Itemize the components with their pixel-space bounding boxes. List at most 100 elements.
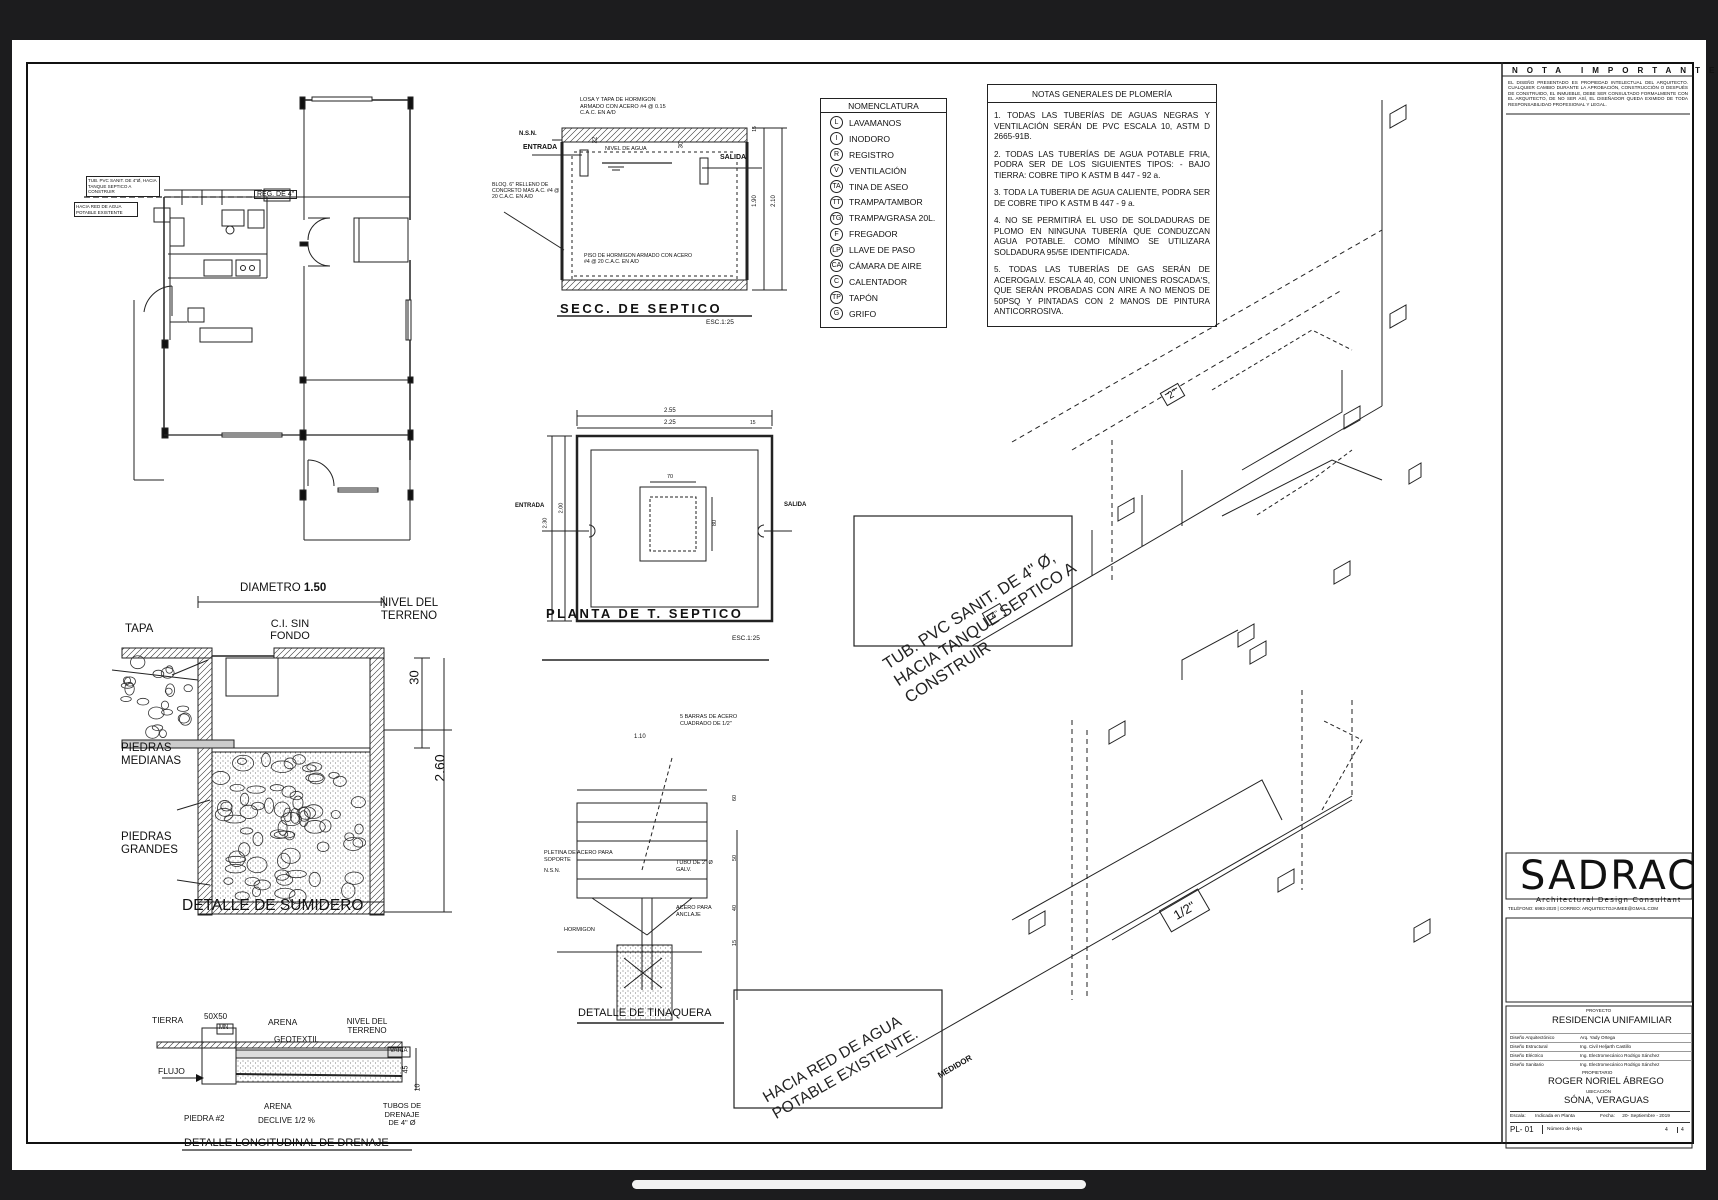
sumidero-tapa: TAPA <box>125 623 154 635</box>
plan-entrada: ENTRADA <box>515 503 545 509</box>
drenaje-arena: ARENA <box>268 1017 298 1027</box>
section-dim-22: 22 <box>592 136 599 144</box>
hoja-total: 4 <box>1681 1126 1684 1133</box>
nomenclatura-item: I INODORO <box>821 131 946 147</box>
nomenclatura-symbol-icon: V <box>830 164 843 178</box>
drenaje-detail <box>156 1023 417 1151</box>
nomenclatura-label: INODORO <box>849 133 891 144</box>
nomenclatura-label: GRIFO <box>849 308 877 319</box>
nota-title: NOTA IMPORTANTE <box>1512 66 1718 75</box>
nota-item: 3. TODA LA TUBERIA DE AGUA CALIENTE, POD… <box>994 188 1210 208</box>
nomenclatura-symbol-icon: G <box>830 307 843 321</box>
logo: SADRAC <box>1520 853 1698 899</box>
section-salida: SALIDA <box>720 154 747 161</box>
hoja-code: PL- 01 <box>1510 1125 1543 1134</box>
nomenclatura-item: V VENTILACIÓN <box>821 163 946 179</box>
section-dim-30: 30 <box>678 141 685 149</box>
hoja-row: PL- 01 Número de Hoja 4 4 <box>1510 1122 1690 1134</box>
nomenclatura-label: VENTILACIÓN <box>849 165 907 176</box>
nomenclatura-label: LAVAMANOS <box>849 117 902 128</box>
nota-item: 2. TODAS LAS TUBERÍAS DE AGUA POTABLE FR… <box>994 149 1210 180</box>
section-losa-note: LOSA Y TAPA DE HORMIGON ARMADO CON ACERO… <box>580 97 666 116</box>
nomenclatura-label: FREGADOR <box>849 229 898 240</box>
section-dim-15: 15 <box>751 126 758 132</box>
plan-label-reg: REG. DE 4" <box>254 190 298 199</box>
drenaje-piedra: PIEDRA #2 <box>184 1114 225 1123</box>
septic-section <box>503 127 787 317</box>
septic-plan <box>542 410 792 661</box>
nomenclatura-label: LLAVE DE PASO <box>849 245 916 256</box>
nota-item: 1. TODAS LAS TUBERÍAS DE AGUAS NEGRAS Y … <box>994 111 1210 141</box>
drenaje-geotextil: GEOTEXTIL <box>274 1035 319 1044</box>
credit-role: Diseño Arquitectónico <box>1510 1035 1555 1040</box>
drenaje-nivel: NIVEL DEL TERRENO <box>346 1017 388 1035</box>
drenaje-dim: 50X50 <box>204 1012 228 1021</box>
drenaje-tierra: TIERRA <box>152 1015 184 1025</box>
section-piso-note: PISO DE HORMIGON ARMADO CON ACERO #4 @ 2… <box>584 253 693 266</box>
plan-dim-15: 15 <box>750 420 756 426</box>
plan-title: PLANTA DE T. SEPTICO <box>546 606 744 621</box>
isometric-sanitary <box>971 100 1422 680</box>
nomenclatura-item: F FREGADOR <box>821 226 946 242</box>
drawing-sheet: TUB. PVC SANIT. DE 4"Ø, HACIA TANQUE SEP… <box>12 40 1714 1170</box>
floor-plan <box>84 96 414 541</box>
nomenclatura-symbol-icon: F <box>830 227 843 241</box>
proyecto-name: RESIDENCIA UNIFAMILIAR <box>1552 1015 1672 1026</box>
sumidero-grandes: PIEDRAS GRANDES <box>121 831 178 856</box>
plan-dim-255: 2.55 <box>664 408 676 414</box>
nomenclatura-symbol-icon: I <box>830 132 843 146</box>
titleblock-lines <box>1501 62 1694 1149</box>
nomenclatura-item: TA TINA DE ASEO <box>821 179 946 195</box>
plan-dim-80: 80 <box>712 519 719 527</box>
stones-fill <box>120 655 367 905</box>
section-dim-210: 2.10 <box>770 195 777 207</box>
tinaquera-tubo: TUBO DE 2" Ø GALV. <box>676 860 713 873</box>
drenaje-varia: VARIA <box>390 1048 408 1054</box>
ubicacion-label: UBICACIÓN <box>1586 1089 1612 1094</box>
nomenclatura-symbol-icon: CA <box>830 259 843 273</box>
plan-label-tub: TUB. PVC SANIT. DE 4"Ø, HACIA TANQUE SEP… <box>86 176 160 197</box>
nomenclatura-item: C CALENTADOR <box>821 274 946 290</box>
nomenclatura-symbol-icon: TA <box>830 180 843 193</box>
isometric-water <box>895 690 1431 1058</box>
nomenclatura-symbol-icon: C <box>830 275 843 289</box>
sumidero-dim-260: 2.60 <box>431 754 448 782</box>
nomenclatura-label: CALENTADOR <box>849 276 908 287</box>
tinaquera-pletina: PLETINA DE ACERO PARA SOPORTE <box>544 850 613 863</box>
sumidero-diametro-value: 1.50 <box>303 582 327 594</box>
hoja-number: 4 <box>1665 1126 1678 1133</box>
tinaquera-nsn: N.S.N. <box>544 868 561 874</box>
nomenclatura-label: TINA DE ASEO <box>849 181 909 192</box>
credit-role: Diseño Eléctrico <box>1510 1053 1544 1058</box>
tinaquera-detail <box>557 757 738 1024</box>
nomenclatura-label: REGISTRO <box>849 149 894 160</box>
plan-label-red: HACIA RED DE AGUA POTABLE EXISTENTE <box>74 202 138 217</box>
tinaquera-dim-40: 40 <box>732 904 739 912</box>
plan-dim-70: 70 <box>667 474 674 480</box>
tinaquera-title: DETALLE DE TINAQUERA <box>578 1007 712 1019</box>
escala-value: Indicada en Planta <box>1535 1114 1575 1119</box>
tinaquera-dim-60: 60 <box>732 794 739 802</box>
tinaquera-barras: 5 BARRAS DE ACERO CUADRADO DE 1/2" <box>680 714 738 727</box>
nomenclatura-title: NOMENCLATURA <box>821 99 946 113</box>
nota-item: 4. NO SE PERMITIRÁ EL USO DE SOLDADURAS … <box>994 216 1210 257</box>
plan-scale: ESC.1:25 <box>732 635 760 642</box>
home-indicator[interactable] <box>632 1180 1086 1189</box>
notas-title: NOTAS GENERALES DE PLOMERÍA <box>988 85 1216 103</box>
drenaje-flujo: FLUJO <box>158 1066 185 1076</box>
drawing-canvas <box>84 62 1694 1151</box>
sheet-frame <box>26 62 1694 1144</box>
propietario-name: ROGER NORIEL ÁBREGO <box>1548 1076 1664 1087</box>
proyecto-label: PROYECTO <box>1586 1008 1612 1013</box>
drenaje-arena2: ARENA <box>264 1102 292 1111</box>
section-bloq-note: BLOQ. 6" RELLENO DE CONCRETO MAS A.C. #4… <box>492 182 560 201</box>
